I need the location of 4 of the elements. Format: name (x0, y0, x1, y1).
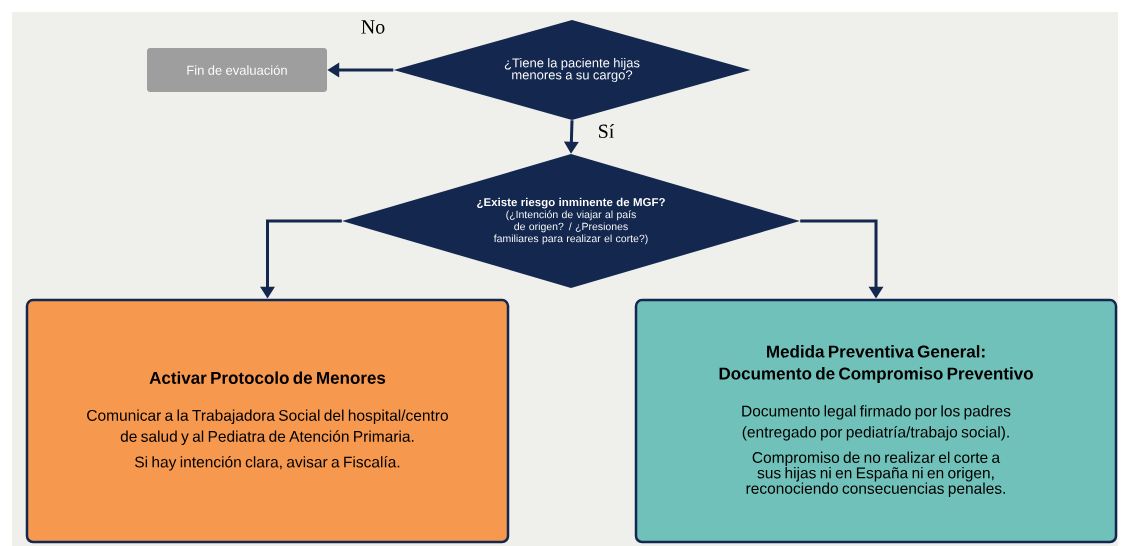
process-box: Activar Protocolo de Menores Comunicar a la Trabajadora Social del hospital/centro de salud y al Pediatra de Atención Primaria. Si hay intención clara, avisar a Fiscalía. (25, 298, 510, 544)
end-box: Fin de evaluación (147, 48, 327, 92)
edge-label: No (359, 19, 387, 35)
process-box: Medida Preventiva General: Documento de Compromiso Preventivo Documento legal firmado por los padres (entregado por pediatría/trabajo social). Compromiso de no realizar el corte a sus hijas ni en España ni en origen, reconociendo consecuencias penales. (634, 298, 1118, 544)
